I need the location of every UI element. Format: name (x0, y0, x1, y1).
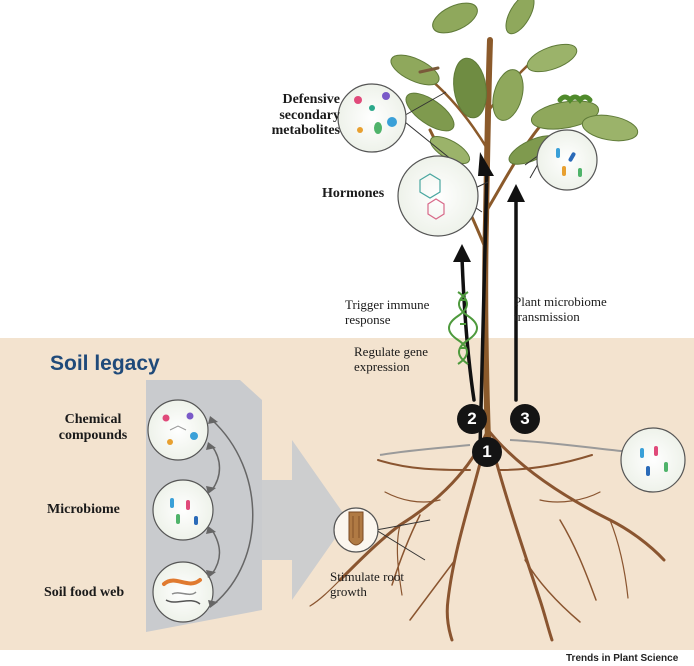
trigger-label: Trigger immune response (345, 297, 430, 327)
connector-arrowhead (208, 416, 218, 424)
chemical-circle (147, 399, 209, 461)
defensive-label: Defensive secondary metabolites (271, 92, 340, 139)
pathway-marker-2: 2 (457, 404, 487, 434)
connector-arrowhead (206, 486, 216, 494)
microbiome-circle (152, 479, 214, 541)
pathway-marker-3: 3 (510, 404, 540, 434)
soil-legacy-title: Soil legacy (50, 352, 160, 375)
plant-leaves (390, 0, 639, 165)
connector-arrowhead (206, 570, 216, 578)
connector-arrowhead (208, 600, 218, 608)
pathway-marker-1: 1 (472, 437, 502, 467)
soil-background (0, 338, 694, 650)
metabolite-circle (337, 83, 407, 153)
arrow-head-3 (507, 184, 525, 202)
arrow-head-2 (453, 244, 471, 262)
plant-microbiome-circle (536, 129, 598, 191)
arrow-head-1 (478, 152, 494, 176)
root-microbiome-circle (620, 427, 686, 493)
root-tip-icon (333, 507, 379, 553)
food-web-circle (152, 561, 214, 623)
connector-arrowhead (206, 526, 216, 534)
microbiome-label: Microbiome (47, 502, 120, 517)
root-system (309, 428, 666, 642)
dna-helix-icon (448, 291, 478, 365)
journal-credit: Trends in Plant Science (566, 653, 679, 664)
surface-root-left (379, 444, 471, 456)
connector-arrowhead (206, 442, 216, 450)
aphid-icon (418, 66, 440, 74)
surface-root-right (509, 439, 631, 453)
regulate-label: Regulate gene expression (354, 344, 428, 374)
food-web-label: Soil food web (44, 585, 125, 600)
transmission-label: Plant microbiome transmission (514, 294, 607, 324)
soil-legacy-connectors (211, 419, 254, 605)
hormone-circle (397, 155, 479, 237)
soil-legacy-arrow-shape (262, 440, 348, 600)
stimulate-label: Stimulate root growth (330, 569, 405, 599)
caterpillar-icon (557, 94, 593, 104)
chemical-label: Chemical compounds (58, 412, 128, 443)
hormones-label: Hormones (322, 186, 385, 201)
